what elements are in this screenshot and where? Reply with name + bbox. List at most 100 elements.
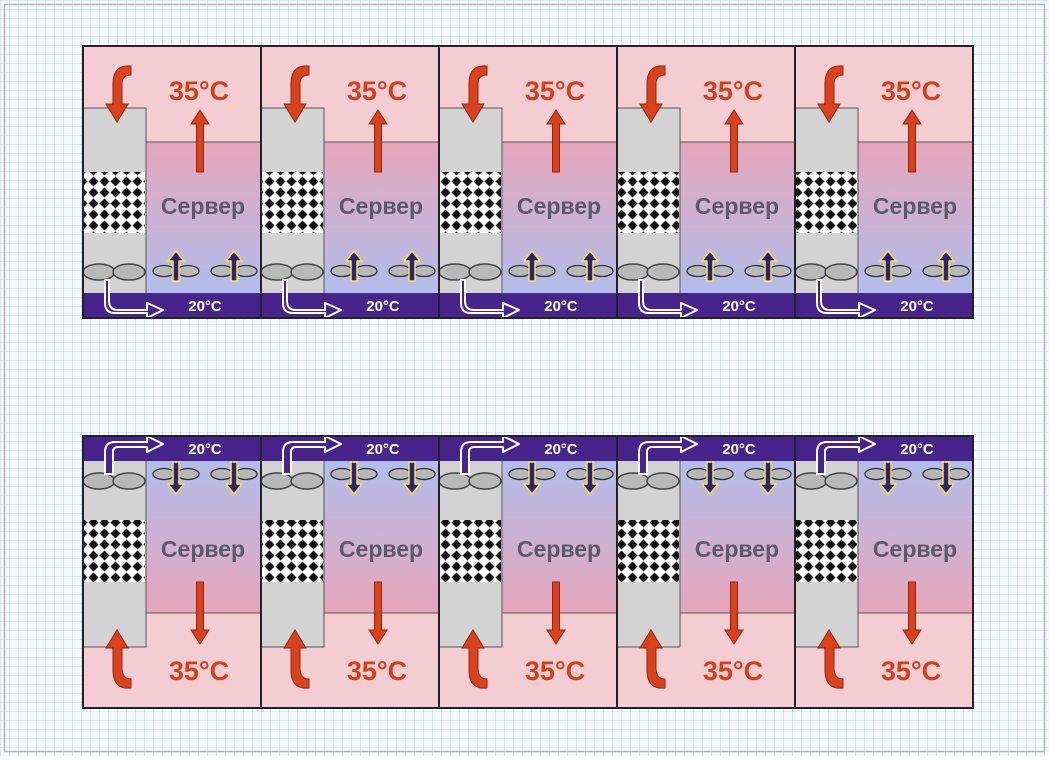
server-fan-blade: [532, 467, 556, 481]
server-label: Сервер: [339, 536, 423, 562]
hot-return-arrow-icon: [105, 629, 132, 689]
airflow-arrow-icon: [879, 250, 897, 282]
hot-temperature-label: 35°C: [169, 656, 229, 686]
airflow-arrow-icon: [581, 461, 599, 495]
server-label: Сервер: [161, 536, 245, 562]
server-fan-blade: [412, 467, 436, 481]
server-fan-blade: [590, 264, 614, 278]
cold-temperature-label: 20°C: [544, 441, 578, 458]
filter-grille: [84, 172, 145, 233]
cooler-fan-icon: [260, 472, 294, 490]
cold-flow-arrow-icon: [816, 279, 876, 319]
server-fan-blade: [864, 264, 888, 278]
server-fan-blade: [330, 264, 354, 278]
airflow-arrow-icon: [403, 250, 421, 282]
filter-grille: [618, 172, 679, 233]
cooler-fan-icon: [616, 472, 650, 490]
hot-temperature-label: 35°C: [703, 76, 763, 106]
filter-grille: [262, 520, 323, 582]
unit-frame: [794, 435, 974, 709]
filter-grille: [618, 520, 679, 582]
server-fan-blade: [508, 467, 532, 481]
server-label: Сервер: [873, 193, 957, 219]
cooler-fan-icon: [468, 263, 502, 281]
server-fan-blade: [744, 467, 768, 481]
airflow-arrow-icon: [581, 250, 599, 282]
hot-exhaust-arrow-icon: [368, 109, 388, 173]
airflow-arrow-icon: [937, 250, 955, 282]
cold-flow-arrow-icon: [460, 279, 520, 319]
hot-return-arrow-icon: [461, 65, 488, 123]
filter-grille: [84, 520, 145, 582]
server-fan-blade: [946, 264, 970, 278]
server-fan-blade: [768, 467, 792, 481]
cooler-fan-icon: [82, 263, 116, 281]
server-fan-blade: [590, 467, 614, 481]
cold-temperature-label: 20°C: [544, 298, 578, 315]
server-fan-blade: [152, 264, 176, 278]
cooler-fan-icon: [112, 472, 146, 490]
hot-temperature-label: 35°C: [347, 76, 407, 106]
airflow-arrow-icon: [225, 461, 243, 495]
server-label: Сервер: [873, 536, 957, 562]
cooler-fan-icon: [260, 263, 294, 281]
hot-temperature-label: 35°C: [525, 76, 585, 106]
server-label: Сервер: [517, 536, 601, 562]
server-fan-blade: [388, 264, 412, 278]
airflow-arrow-icon: [759, 250, 777, 282]
cold-flow-arrow-icon: [282, 279, 342, 319]
hot-return-arrow-icon: [817, 65, 844, 123]
hot-exhaust-arrow-icon: [724, 581, 744, 645]
cold-temperature-label: 20°C: [188, 441, 222, 458]
cold-flow-arrow-icon: [460, 435, 520, 475]
airflow-arrow-icon: [759, 461, 777, 495]
server-label: Сервер: [695, 536, 779, 562]
hot-temperature-label: 35°C: [881, 76, 941, 106]
hot-return-arrow-icon: [461, 629, 488, 689]
server-fan-blade: [354, 264, 378, 278]
server-fan-blade: [686, 264, 710, 278]
cooler-fan-icon: [438, 472, 472, 490]
cold-temperature-label: 20°C: [722, 298, 756, 315]
cooler-fan-icon: [646, 472, 680, 490]
cooler-fan-icon: [646, 263, 680, 281]
airflow-arrow-icon: [523, 461, 541, 495]
cooler-fan-icon: [824, 472, 858, 490]
airflow-arrow-icon: [523, 250, 541, 282]
hot-return-arrow-icon: [639, 629, 666, 689]
cold-temperature-label: 20°C: [188, 298, 222, 315]
cold-temperature-label: 20°C: [366, 441, 400, 458]
server-fan-blade: [388, 467, 412, 481]
server-fan-blade: [864, 467, 888, 481]
filter-grille: [440, 172, 501, 233]
server-fan-blade: [176, 264, 200, 278]
cold-temperature-label: 20°C: [366, 298, 400, 315]
cooler-fan-icon: [616, 263, 650, 281]
cold-flow-arrow-icon: [282, 435, 342, 475]
server-fan-blade: [176, 467, 200, 481]
hot-exhaust-arrow-icon: [724, 109, 744, 173]
cold-flow-arrow-icon: [638, 435, 698, 475]
airflow-arrow-icon: [879, 461, 897, 495]
hot-temperature-label: 35°C: [169, 76, 229, 106]
server-fan-blade: [566, 467, 590, 481]
cooler-fan-icon: [794, 472, 828, 490]
server-fan-blade: [710, 467, 734, 481]
server-fan-blade: [566, 264, 590, 278]
hot-return-arrow-icon: [639, 65, 666, 123]
server-fan-blade: [686, 467, 710, 481]
unit-frame: [794, 45, 974, 319]
cold-temperature-label: 20°C: [722, 441, 756, 458]
airflow-arrow-icon: [403, 461, 421, 495]
server-fan-blade: [744, 264, 768, 278]
server-fan-blade: [946, 467, 970, 481]
